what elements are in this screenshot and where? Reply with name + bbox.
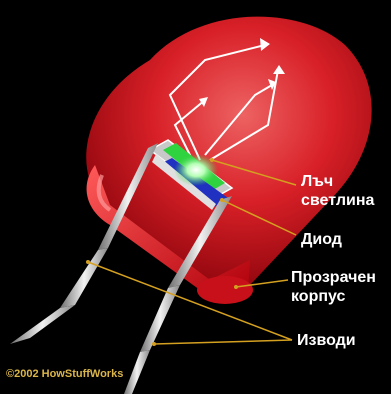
leader-line-leads-right	[154, 340, 292, 344]
label-transparent-case: Прозрачен корпус	[291, 268, 376, 306]
label-diode: Диод	[301, 230, 342, 249]
label-light-beam-line2: светлина	[301, 191, 374, 210]
label-light-beam-line1: Лъч	[301, 172, 374, 191]
label-case-line2: корпус	[291, 287, 376, 306]
label-leads: Изводи	[297, 331, 356, 350]
transparent-case	[86, 17, 371, 304]
label-light-beam: Лъч светлина	[301, 172, 374, 210]
label-case-line1: Прозрачен	[291, 268, 376, 287]
copyright-notice: ©2002 HowStuffWorks	[6, 368, 123, 380]
